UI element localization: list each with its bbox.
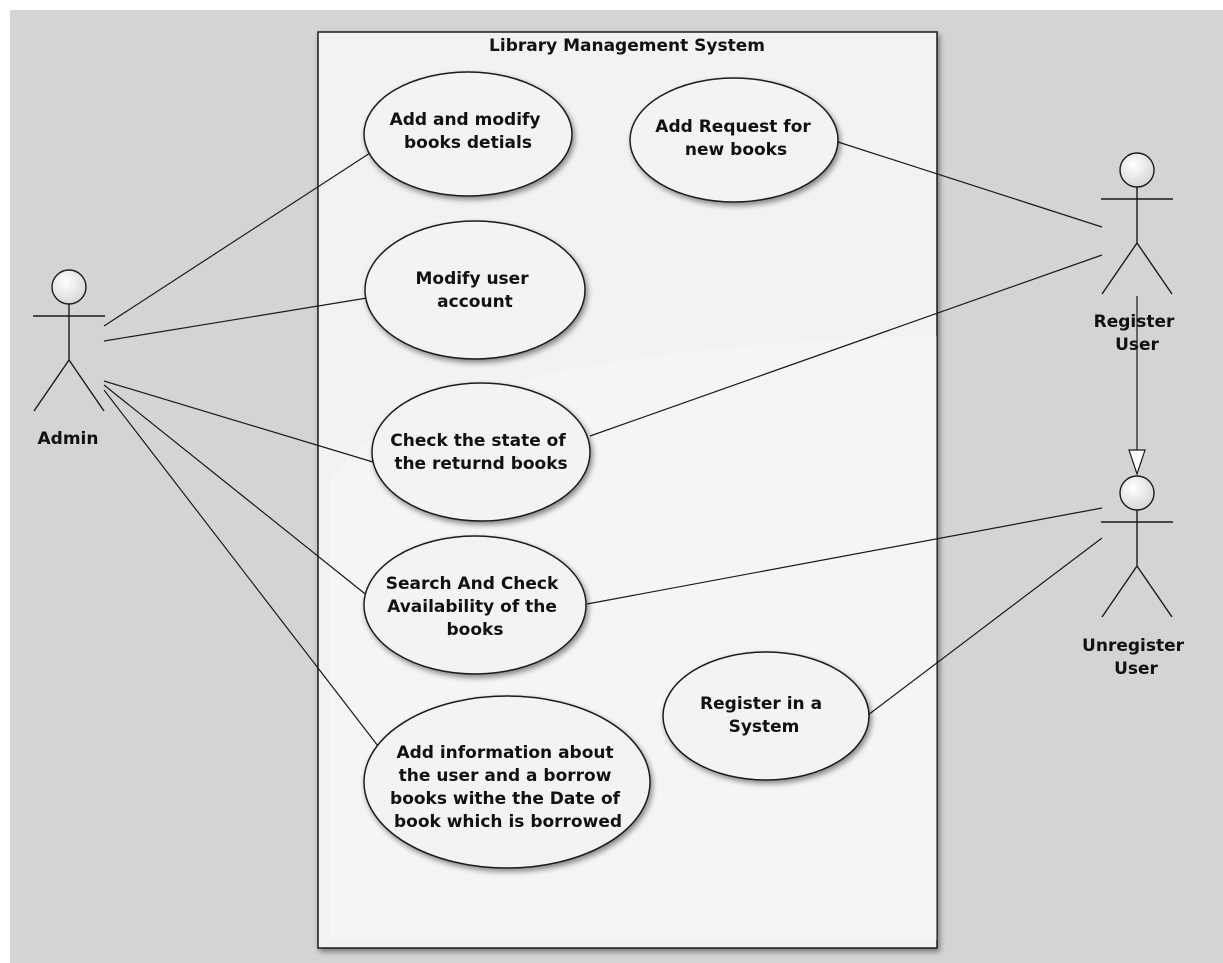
- use-case-label-line: Modify user: [415, 269, 529, 289]
- use-case-label: Check the state of the returnd books: [390, 431, 571, 474]
- stick-figure-icon: [1101, 475, 1173, 618]
- use-case-register-system[interactable]: Register in a System: [662, 651, 870, 781]
- use-case-label-line: System: [729, 717, 800, 737]
- use-case-ellipse: [662, 651, 870, 781]
- generalization-arrow: [1128, 296, 1146, 476]
- generalization-arrowhead-icon: [1128, 449, 1146, 476]
- use-case-label-line: new books: [685, 140, 787, 160]
- use-case-label-line: books detials: [404, 133, 532, 153]
- assoc-admin-add-modify-books: [103, 152, 371, 327]
- assoc-register-check-state: [589, 254, 1103, 437]
- use-case-ellipse: [363, 695, 651, 869]
- use-case-ellipse: [363, 71, 573, 197]
- use-case-ellipse: [371, 382, 591, 522]
- use-case-label-line: books: [447, 620, 504, 640]
- assoc-admin-check-state: [103, 380, 374, 463]
- actor-label-line: User: [1115, 335, 1159, 355]
- actor-label: Unregister User: [1082, 636, 1190, 679]
- actor-register-user[interactable]: Register User: [1094, 152, 1181, 355]
- use-case-label: Modify user account: [415, 269, 534, 312]
- use-case-label: Add Request for new books: [655, 117, 816, 160]
- use-case-ellipse: [629, 77, 839, 203]
- system-title: Library Management System: [489, 36, 765, 56]
- use-case-label-line: Add and modify: [390, 110, 541, 130]
- use-case-label-line: books withe the Date of: [390, 789, 621, 809]
- actor-label: Admin: [38, 429, 99, 449]
- use-case-label: Add information about the user and a bor…: [390, 743, 626, 832]
- assoc-register-add-request: [837, 141, 1103, 228]
- assoc-unregister-search-check: [586, 507, 1103, 605]
- use-case-label: Search And Check Availability of the boo…: [386, 574, 565, 640]
- use-case-label-line: Add information about: [396, 743, 613, 763]
- use-case-check-state[interactable]: Check the state of the returnd books: [371, 382, 591, 522]
- use-case-label-line: the returnd books: [394, 454, 567, 474]
- stick-figure-icon: [1101, 152, 1173, 295]
- assoc-unregister-register-system: [867, 537, 1103, 716]
- use-case-ellipse: [363, 535, 587, 675]
- actor-label-line: User: [1114, 659, 1158, 679]
- associations: [103, 141, 1103, 747]
- assoc-admin-search-check: [103, 384, 370, 598]
- actor-admin[interactable]: Admin: [33, 269, 105, 449]
- assoc-admin-modify-user: [103, 297, 368, 342]
- use-case-add-request[interactable]: Add Request for new books: [629, 77, 839, 203]
- use-case-label-line: Check the state of: [390, 431, 566, 451]
- use-case-label-line: account: [437, 292, 513, 312]
- use-case-label-line: book which is borrowed: [394, 812, 622, 832]
- actor-unregister-user[interactable]: Unregister User: [1082, 475, 1190, 679]
- assoc-admin-add-information: [103, 389, 379, 747]
- actor-label-line: Unregister: [1082, 636, 1185, 656]
- actor-label-line: Register: [1094, 312, 1175, 332]
- use-case-label-line: Add Request for: [655, 117, 811, 137]
- use-case-add-modify-books[interactable]: Add and modify books detials: [363, 71, 573, 197]
- stick-figure-icon: [33, 269, 105, 412]
- use-case-modify-user[interactable]: Modify user account: [364, 220, 586, 360]
- use-case-search-check[interactable]: Search And Check Availability of the boo…: [363, 535, 587, 675]
- use-case-label-line: Availability of the: [387, 597, 557, 617]
- actor-label: Register User: [1094, 312, 1181, 355]
- use-case-label-line: Search And Check: [386, 574, 559, 594]
- use-case-label: Register in a System: [700, 694, 828, 737]
- use-case-label-line: the user and a borrow: [399, 766, 612, 786]
- use-case-add-information[interactable]: Add information about the user and a bor…: [363, 695, 651, 869]
- use-case-label: Add and modify books detials: [390, 110, 547, 153]
- use-case-ellipse: [364, 220, 586, 360]
- use-case-label-line: Register in a: [700, 694, 822, 714]
